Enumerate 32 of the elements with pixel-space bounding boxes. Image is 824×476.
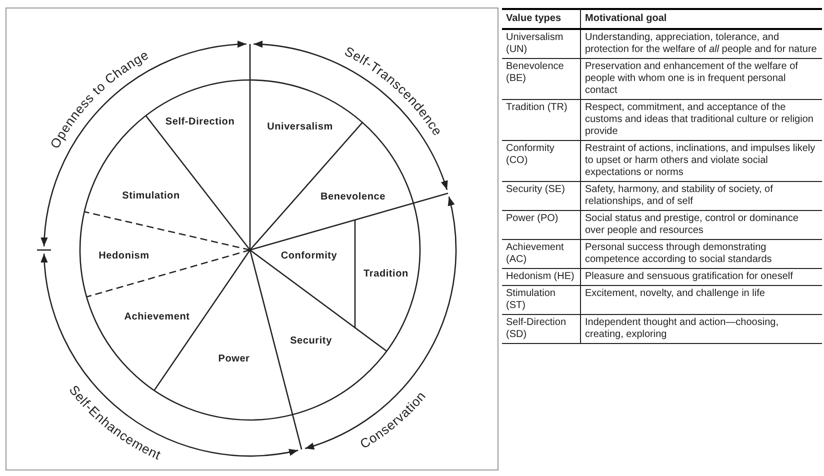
value-type-label: Benevolence xyxy=(320,192,386,202)
column-header: Value types xyxy=(502,9,580,29)
goal-description: Excitement, novelty, and challenge in life xyxy=(580,286,822,314)
value-type-name: Security (SE) xyxy=(502,182,580,210)
value-type-label: Stimulation xyxy=(122,190,180,202)
value-type-name: Self-Direction (SD) xyxy=(502,314,580,344)
goal-description: Social status and prestige, control or dominance over people and resources xyxy=(580,210,822,240)
value-type-name: Power (PO) xyxy=(502,210,580,240)
value-type-label: Conformity xyxy=(280,250,338,262)
goal-description: Respect, commitment, and acceptance of the customs and ideas that traditional culture or religion provide xyxy=(580,100,822,140)
goal-description: Independent thought and action—choosing, creating, exploring xyxy=(580,314,822,344)
value-type-name: Conformity (CO) xyxy=(502,140,580,182)
goal-description: Preservation and enhancement of the welfare of people with whom one is in frequent personal contact xyxy=(580,58,822,100)
goal-description: Restraint of actions, inclinations, and impulses likely to upset or harm others and violate social expectations or norms xyxy=(580,140,822,182)
value-type-name: Stimulation (ST) xyxy=(502,286,580,314)
value-type-name: Universalism (UN) xyxy=(502,29,580,58)
value-type-label: Tradition xyxy=(364,268,408,280)
value-type-name: Tradition (TR) xyxy=(502,100,580,140)
goal-description: Personal success through demonstrating competence according to social standards xyxy=(580,240,822,268)
value-type-label: Universalism xyxy=(267,122,333,132)
goal-description: Understanding, appreciation, tolerance, and protection for the welfare of all people and for nature xyxy=(580,29,822,58)
value-type-label: Security xyxy=(290,336,332,346)
value-type-label: Self-Direction xyxy=(165,116,235,128)
value-type-label: Hedonism xyxy=(98,250,150,262)
value-type-label: Power xyxy=(218,354,250,364)
value-type-label: Achievement xyxy=(124,312,190,322)
value-type-name: Achievement (AC) xyxy=(502,240,580,268)
goal-description: Safety, harmony, and stability of society, of relationships, and of self xyxy=(580,182,822,210)
value-type-name: Hedonism (HE) xyxy=(502,268,580,286)
column-header: Motivational goal xyxy=(580,9,822,29)
value-type-name: Benevolence (BE) xyxy=(502,58,580,100)
goal-description: Pleasure and sensuous gratification for oneself xyxy=(580,268,822,286)
